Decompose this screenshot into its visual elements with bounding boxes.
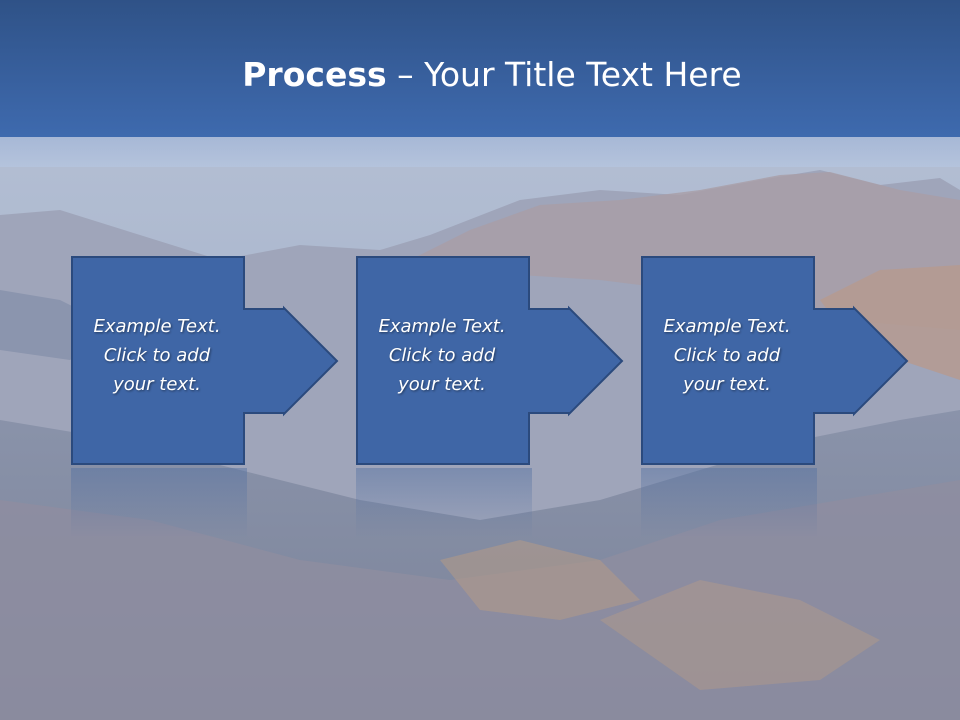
- process-step-2[interactable]: Example Text. Click to add your text.: [356, 256, 646, 538]
- step-text-line: Example Text.: [93, 316, 221, 337]
- step-text-line: Example Text.: [663, 316, 791, 337]
- title-rest-text: – Your Title Text Here: [386, 55, 742, 94]
- step-reflection: [641, 468, 817, 538]
- title-bold-text: Process: [242, 55, 387, 94]
- step-text-line: Click to add: [388, 345, 496, 366]
- step-arrow-shape: [356, 256, 624, 465]
- step-arrow-shape: [641, 256, 909, 465]
- step-text-line: Example Text.: [378, 316, 506, 337]
- step-text-line: your text.: [398, 374, 486, 395]
- step-arrow-path: [71, 256, 339, 465]
- slide-title[interactable]: Process – Your Title Text Here: [0, 52, 960, 98]
- step-arrow-path: [641, 256, 909, 465]
- step-arrow-shape: [71, 256, 339, 465]
- step-text-line: your text.: [683, 374, 771, 395]
- step-text[interactable]: Example Text. Click to add your text.: [643, 312, 811, 399]
- step-text[interactable]: Example Text. Click to add your text.: [358, 312, 526, 399]
- step-text-line: Click to add: [673, 345, 781, 366]
- step-reflection: [356, 468, 532, 538]
- header-divider-strip: [0, 137, 960, 167]
- step-text[interactable]: Example Text. Click to add your text.: [73, 312, 241, 399]
- step-text-line: Click to add: [103, 345, 211, 366]
- title-banner: [0, 0, 960, 137]
- step-text-line: your text.: [113, 374, 201, 395]
- step-reflection: [71, 468, 247, 538]
- process-step-3[interactable]: Example Text. Click to add your text.: [641, 256, 931, 538]
- step-arrow-path: [356, 256, 624, 465]
- process-step-1[interactable]: Example Text. Click to add your text.: [71, 256, 361, 538]
